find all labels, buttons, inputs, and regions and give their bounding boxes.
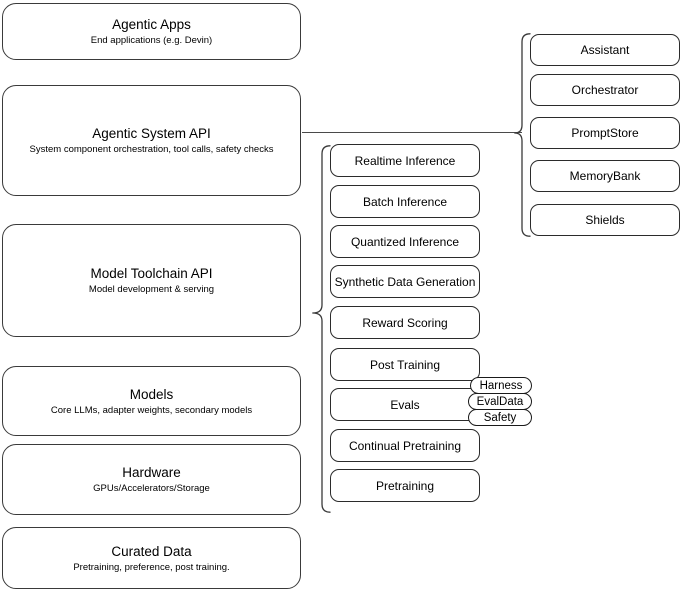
system-api-connector-line <box>302 132 522 134</box>
toolchain-item-label: Reward Scoring <box>362 315 448 330</box>
toolchain-item-realtime-inference[interactable]: Realtime Inference <box>330 144 480 177</box>
system-brace <box>514 33 531 237</box>
layer-title: Agentic System API <box>92 126 211 141</box>
toolchain-item-synthetic-data-generation[interactable]: Synthetic Data Generation <box>330 265 480 298</box>
system-item-label: Shields <box>585 213 625 227</box>
system-item-assistant[interactable]: Assistant <box>530 34 680 66</box>
layer-title: Hardware <box>122 465 181 480</box>
layer-title: Agentic Apps <box>112 17 191 32</box>
layer-title: Curated Data <box>111 543 192 559</box>
toolchain-item-label: Quantized Inference <box>350 234 460 249</box>
toolchain-item-label: Synthetic Data Generation <box>334 274 476 289</box>
toolchain-item-evals[interactable]: Evals <box>330 388 480 421</box>
toolchain-item-label: Realtime Inference <box>354 153 456 168</box>
toolchain-item-label: Pretraining <box>375 478 435 493</box>
system-item-orchestrator[interactable]: Orchestrator <box>530 74 680 106</box>
toolchain-brace <box>312 145 331 513</box>
layer-title: Model Toolchain API <box>90 266 213 281</box>
layer-subtitle: System component orchestration, tool cal… <box>29 144 274 155</box>
eval-pill-safety[interactable]: Safety <box>468 409 532 426</box>
system-item-label: MemoryBank <box>569 169 641 183</box>
toolchain-item-label: Evals <box>390 397 420 412</box>
toolchain-item-quantized-inference[interactable]: Quantized Inference <box>330 225 480 258</box>
system-item-label: PromptStore <box>571 126 639 140</box>
toolchain-item-label: Continual Pretraining <box>348 438 462 453</box>
eval-pill-label: Safety <box>483 411 517 424</box>
layer-model-toolchain-api[interactable]: Model Toolchain API Model development & s… <box>2 224 301 337</box>
system-item-label: Orchestrator <box>571 83 639 97</box>
layer-subtitle: Model development & serving <box>88 284 215 295</box>
system-item-memorybank[interactable]: MemoryBank <box>530 160 680 192</box>
layer-title: Models <box>129 386 174 402</box>
toolchain-item-reward-scoring[interactable]: Reward Scoring <box>330 306 480 339</box>
eval-pill-harness[interactable]: Harness <box>470 377 532 394</box>
toolchain-item-batch-inference[interactable]: Batch Inference <box>330 185 480 218</box>
system-item-label: Assistant <box>580 43 630 57</box>
layer-subtitle: End applications (e.g. Devin) <box>90 35 213 46</box>
layer-subtitle: GPUs/Accelerators/Storage <box>93 483 210 494</box>
layer-subtitle: Core LLMs, adapter weights, secondary mo… <box>50 404 253 416</box>
layer-agentic-system-api[interactable]: Agentic System API System component orche… <box>2 85 301 196</box>
toolchain-item-label: Post Training <box>369 357 441 372</box>
system-item-promptstore[interactable]: PromptStore <box>530 117 680 149</box>
toolchain-item-continual-pretraining[interactable]: Continual Pretraining <box>330 429 480 462</box>
eval-pill-label: EvalData <box>476 395 524 408</box>
toolchain-item-post-training[interactable]: Post Training <box>330 348 480 381</box>
eval-pill-evaldata[interactable]: EvalData <box>468 393 532 410</box>
toolchain-item-pretraining[interactable]: Pretraining <box>330 469 480 502</box>
toolchain-item-label: Batch Inference <box>362 194 448 209</box>
eval-pill-label: Harness <box>479 379 523 392</box>
layer-subtitle: Pretraining, preference, post training. <box>73 561 230 573</box>
system-item-shields[interactable]: Shields <box>530 204 680 236</box>
